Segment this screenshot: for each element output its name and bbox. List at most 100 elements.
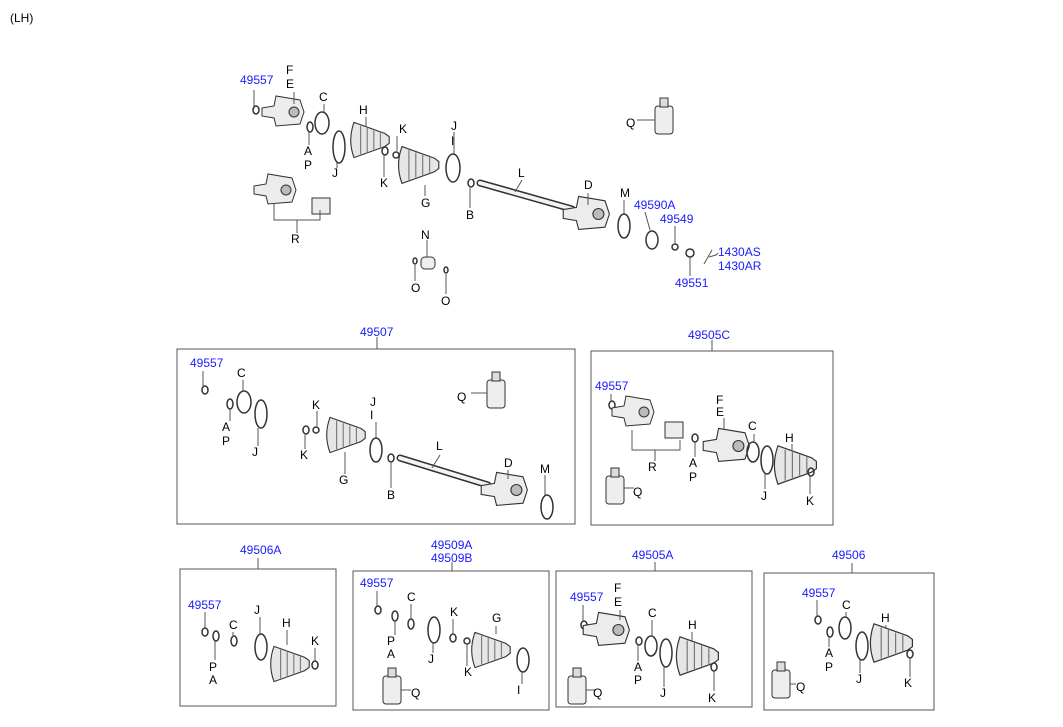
- axle-shaft-highlight: [478, 181, 574, 211]
- callout-letter: K: [450, 605, 459, 619]
- callout-letter: Q: [457, 390, 467, 404]
- part-number-link[interactable]: 49557: [595, 379, 629, 393]
- ring-part: [746, 441, 760, 463]
- ring-part: [540, 494, 554, 520]
- callout-letter: C: [648, 606, 657, 620]
- ring-part: [332, 130, 346, 164]
- part-number-link[interactable]: 49557: [240, 73, 274, 87]
- callout-letter: J: [451, 119, 457, 133]
- washer-part: [671, 243, 679, 251]
- ring-part: [374, 605, 382, 615]
- callout-letter: E: [716, 405, 725, 419]
- ring-part: [254, 399, 268, 429]
- outer-joint-part: [562, 195, 610, 230]
- callout-letter: I: [517, 683, 521, 697]
- callout-letter: B: [387, 488, 396, 502]
- callout-letter: K: [300, 448, 309, 462]
- ring-part: [445, 153, 461, 183]
- callout-letter: K: [806, 494, 815, 508]
- ring-part: [387, 453, 395, 463]
- callout-letter: P: [387, 634, 396, 648]
- leader-line: [631, 430, 681, 451]
- callout-letter: K: [399, 122, 408, 136]
- callout-letter: P: [209, 660, 218, 674]
- ring-part: [312, 426, 320, 434]
- leader-line: [644, 211, 651, 231]
- callout-letter: A: [209, 673, 218, 687]
- callout-letter: G: [421, 196, 431, 210]
- part-number-link[interactable]: 49505C: [688, 328, 731, 342]
- callout-letter: R: [291, 232, 300, 246]
- callout-letter: A: [304, 144, 313, 158]
- tripod-housing-part: [611, 395, 655, 427]
- hub-nut-part: [685, 248, 695, 258]
- callout-letter: O: [441, 294, 451, 308]
- part-number-link[interactable]: 49590A: [634, 198, 676, 212]
- part-number-link[interactable]: 49509B: [431, 551, 473, 565]
- part-number-link[interactable]: 1430AR: [718, 259, 762, 273]
- part-number-link[interactable]: 49557: [188, 598, 222, 612]
- callout-letter: L: [518, 166, 525, 180]
- part-number-link[interactable]: 49557: [190, 356, 224, 370]
- callout-letter: D: [584, 178, 593, 192]
- part-number-link[interactable]: 49549: [660, 212, 694, 226]
- ring-part: [254, 633, 268, 661]
- callout-letter: G: [339, 473, 349, 487]
- callout-letter: Q: [411, 686, 421, 700]
- part-number-link[interactable]: 49557: [570, 590, 604, 604]
- axle-shaft-highlight: [398, 456, 490, 487]
- callout-letter: F: [286, 63, 294, 77]
- callout-letter: A: [689, 456, 698, 470]
- leader-line: [514, 179, 523, 193]
- boot-part: [471, 631, 511, 669]
- callout-letter: K: [464, 665, 473, 679]
- kit-box-49507: [176, 348, 576, 525]
- callout-letter: E: [614, 595, 623, 609]
- ring-part: [381, 146, 389, 156]
- outer-joint-part: [480, 471, 528, 506]
- callout-letter: E: [286, 77, 295, 91]
- kit-box-49506: [763, 572, 935, 711]
- callout-letter: J: [254, 603, 260, 617]
- ring-part: [230, 635, 238, 647]
- boot-part: [326, 416, 366, 454]
- part-number-link[interactable]: 49506A: [240, 543, 282, 557]
- callout-letter: P: [222, 434, 231, 448]
- callout-letter: H: [881, 611, 890, 625]
- callout-letter: J: [370, 395, 376, 409]
- boot-part: [350, 121, 390, 159]
- ring-part: [463, 637, 471, 645]
- callout-letter: A: [222, 420, 231, 434]
- part-number-link[interactable]: 49505A: [632, 548, 674, 562]
- callout-letter: K: [312, 398, 321, 412]
- ring-part: [855, 631, 869, 661]
- callout-letter: K: [708, 691, 717, 705]
- ring-part: [201, 385, 209, 395]
- ring-part: [814, 615, 822, 625]
- part-number-link[interactable]: 49506: [832, 548, 866, 562]
- callout-letter: L: [436, 439, 443, 453]
- callout-letter: R: [648, 460, 657, 474]
- callout-letter: H: [688, 618, 697, 632]
- side-label: (LH): [10, 11, 34, 25]
- part-number-link[interactable]: 49509A: [431, 538, 473, 552]
- callout-letter: C: [842, 598, 851, 612]
- kit-box-49505C: [590, 350, 834, 526]
- part-number-link[interactable]: 49551: [675, 276, 709, 290]
- part-number-link[interactable]: 1430AS: [718, 245, 761, 259]
- ring-part: [226, 398, 234, 410]
- bolt-part: [703, 249, 713, 265]
- callout-letter: P: [689, 470, 698, 484]
- callout-letter: K: [311, 634, 320, 648]
- part-number-link[interactable]: 49557: [802, 586, 836, 600]
- grease-bottle-icon: [486, 371, 506, 409]
- kit-box-49505A: [555, 570, 753, 708]
- callout-letter: C: [407, 590, 416, 604]
- boot-part: [869, 623, 914, 663]
- ring-part: [391, 610, 399, 622]
- part-number-link[interactable]: 49507: [360, 325, 394, 339]
- part-number-link[interactable]: 49557: [360, 576, 394, 590]
- callout-letter: C: [229, 618, 238, 632]
- callout-letter: H: [359, 103, 368, 117]
